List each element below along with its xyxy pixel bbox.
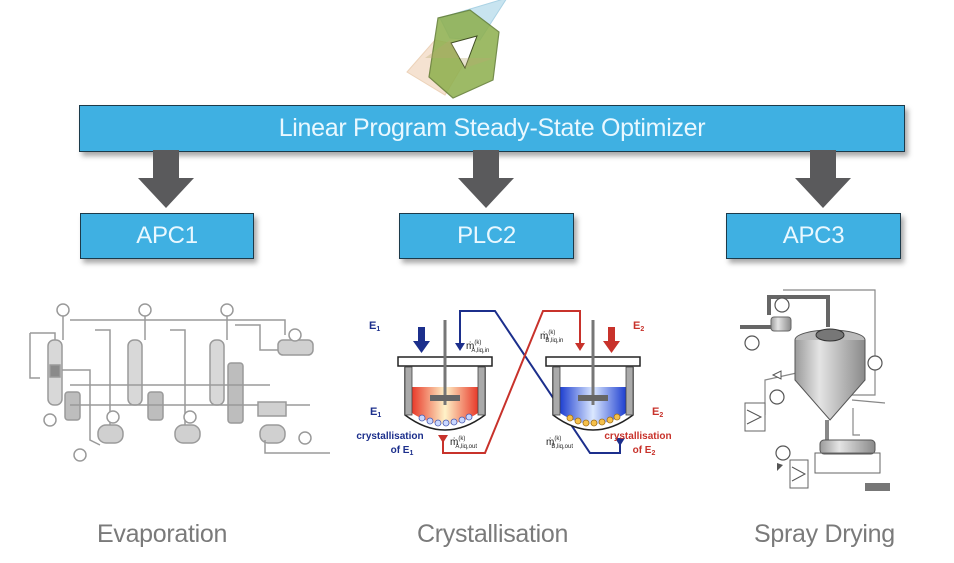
multi-effect-evaporator-schematic: [29, 303, 330, 462]
lp-optimizer-label: Linear Program Steady-State Optimizer: [278, 114, 706, 142]
controller-box-apc3[interactable]: APC3: [726, 213, 901, 259]
overlapping-polygons-logo: [406, 0, 507, 99]
controller-label: APC3: [782, 222, 845, 249]
controller-box-apc1[interactable]: APC1: [80, 213, 254, 259]
arrow-down-icon: [795, 150, 851, 208]
flow-a-in-label: ṁ(k)A,liq,in: [466, 340, 489, 354]
flow-b-out-label: ṁ(k)B,liq,out: [546, 436, 573, 450]
right-caption-line1: crystallisation: [604, 431, 671, 442]
left-caption-line2: of E1: [391, 445, 414, 457]
flow-b-in-label: ṁ(k)B,liq,in: [540, 330, 563, 344]
process-label-evaporation: Evaporation: [97, 520, 228, 548]
flow-a-out-label: ṁ(k)A,liq,out: [450, 436, 477, 450]
left-caption-line1: crystallisation: [356, 431, 423, 442]
lp-optimizer-box[interactable]: Linear Program Steady-State Optimizer: [79, 105, 905, 152]
arrow-down-icon: [458, 150, 514, 208]
right-feed-label: E2: [633, 320, 644, 333]
coupled-crystallizers-schematic: E1 E2 ṁ(k)A,liq,in ṁ(k)B,liq,in ṁ(k)A,li…: [356, 310, 672, 457]
controller-box-plc2[interactable]: PLC2: [399, 213, 574, 259]
controller-label: APC1: [136, 222, 198, 249]
left-side-label: E1: [370, 406, 381, 419]
process-label-crystallisation: Crystallisation: [417, 520, 569, 548]
controller-label: PLC2: [457, 222, 516, 249]
right-caption-line2: of E2: [633, 445, 656, 457]
left-feed-label: E1: [369, 320, 380, 333]
right-side-label: E2: [652, 406, 663, 419]
arrow-down-icon: [138, 150, 194, 208]
process-label-spray-drying: Spray Drying: [754, 520, 895, 548]
spray-dryer-schematic: [740, 289, 890, 491]
